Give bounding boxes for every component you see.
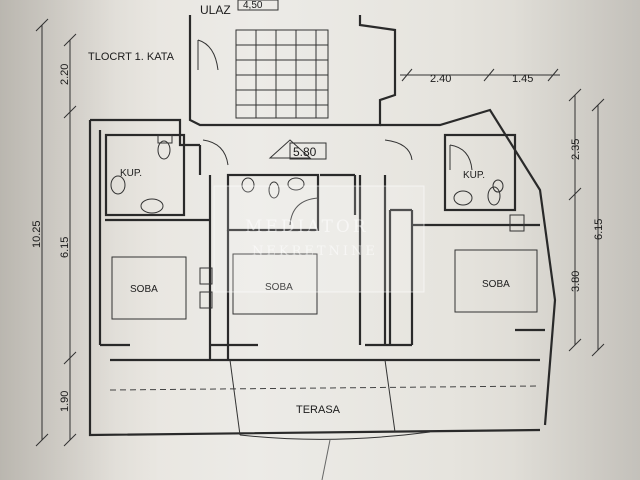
dim-left-inner-3: 1.90	[59, 391, 71, 412]
interior-walls	[100, 139, 545, 360]
middle-bathroom	[226, 173, 320, 232]
left-bathroom	[104, 133, 186, 217]
dim-right-1: 2.35	[570, 139, 582, 160]
dim-left-inner-2: 6.15	[59, 237, 71, 258]
watermark-line-1: MEDIATOR	[245, 217, 369, 237]
entrance-label: ULAZ	[200, 3, 231, 17]
dim-top-right-1: 2.40	[430, 73, 451, 85]
dim-top-right-2: 1.45	[512, 73, 533, 85]
bed-middle	[232, 253, 318, 315]
dim-right-2: 6.15	[593, 219, 605, 240]
room-label-terasa: TERASA	[296, 404, 341, 416]
room-label-soba-right: SOBA	[482, 279, 510, 290]
right-bathroom	[443, 133, 517, 212]
dim-left-outer: 10.25	[31, 220, 43, 248]
stairwell	[188, 15, 397, 127]
watermark-frame	[213, 185, 425, 293]
dim-left-inner-1: 2.20	[59, 64, 71, 85]
paper-fold-line	[321, 439, 331, 480]
terrace	[109, 359, 541, 440]
dim-right-3: 3.80	[570, 271, 582, 292]
level-marker-box	[289, 142, 327, 160]
entrance-width: 4,50	[243, 0, 263, 11]
room-label-soba-left: SOBA	[130, 284, 158, 295]
watermark-line-2: NEKRETNINE	[252, 244, 378, 259]
room-label-kup-left: KUP.	[120, 168, 142, 179]
bed-right	[454, 249, 538, 313]
plan-title: TLOCRT 1. KATA	[88, 51, 175, 63]
room-label-kup-right: KUP.	[463, 170, 485, 181]
left-dimension-lines	[35, 18, 77, 447]
room-label-soba-middle: SOBA	[265, 282, 293, 293]
entrance-width-box	[237, 0, 279, 11]
bed-left	[111, 256, 187, 320]
stair-height: 5.80	[293, 145, 317, 159]
right-dimension-lines	[400, 68, 605, 357]
